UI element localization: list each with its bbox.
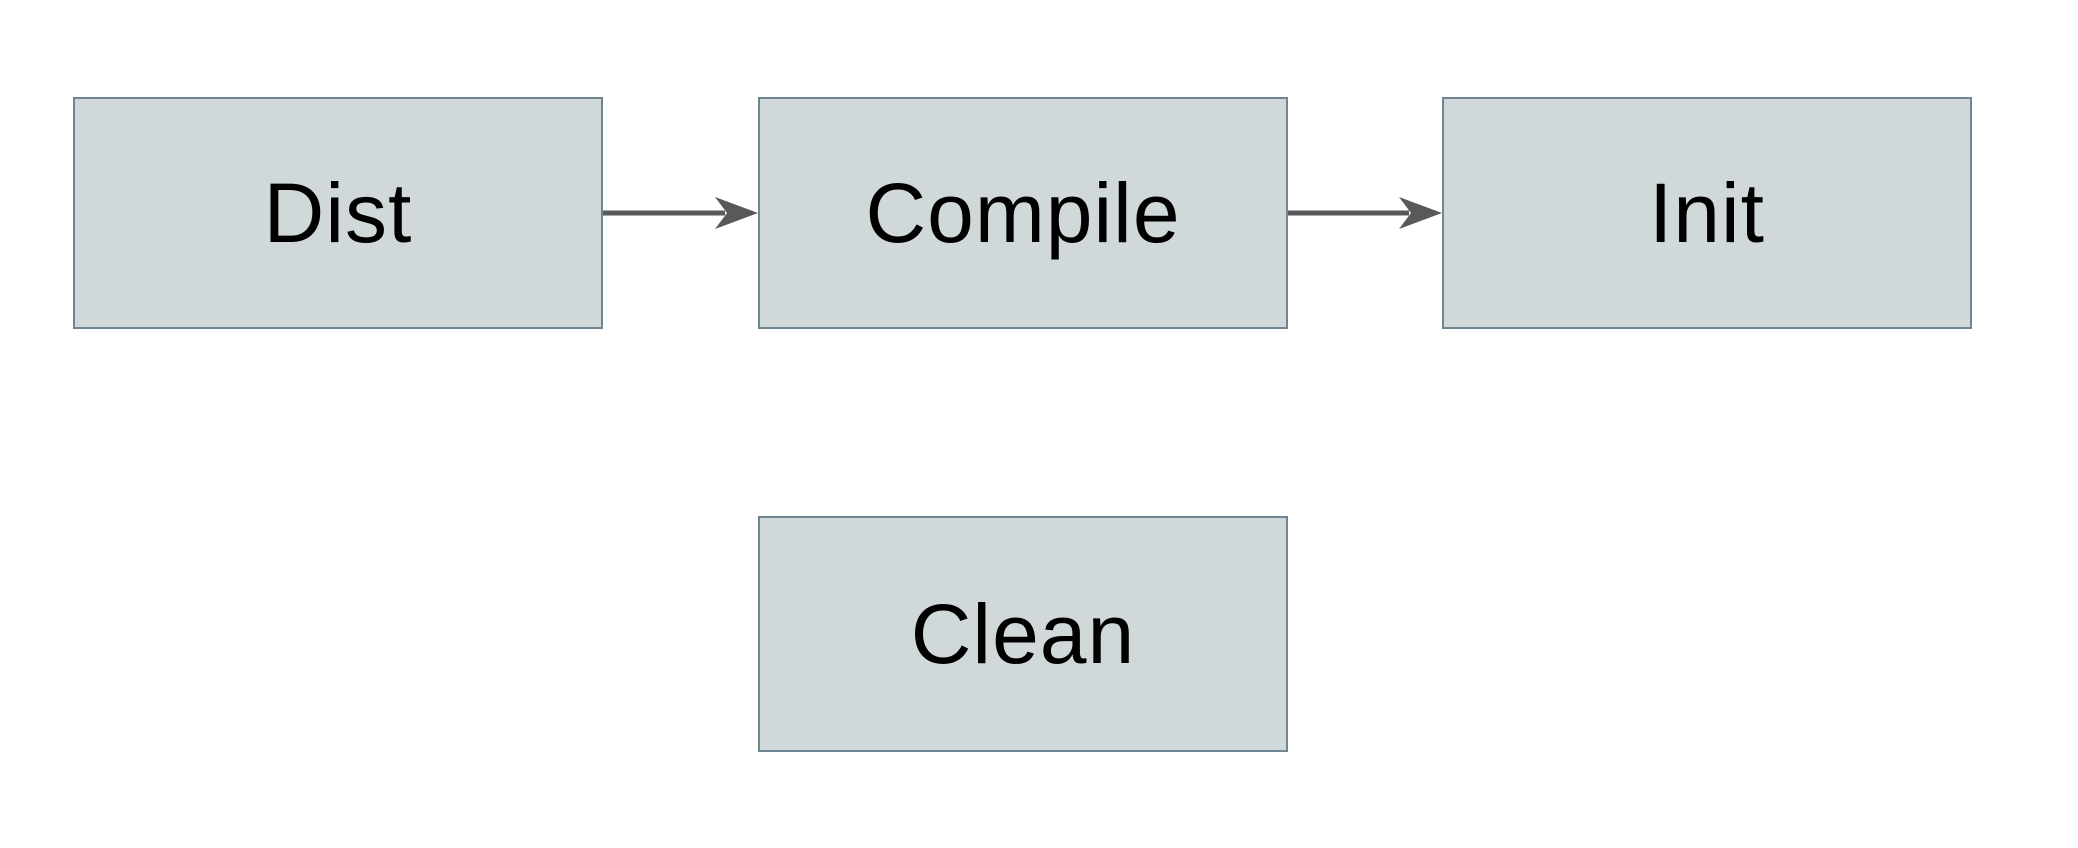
arrow-compile-to-init-icon (1288, 197, 1442, 229)
arrow-head (715, 197, 758, 229)
node-clean: Clean (758, 516, 1288, 752)
arrow-dist-to-compile-icon (603, 197, 758, 229)
node-clean-label: Clean (910, 586, 1136, 681)
node-init: Init (1442, 97, 1972, 329)
node-compile: Compile (758, 97, 1288, 329)
node-dist: Dist (73, 97, 603, 329)
node-compile-label: Compile (865, 165, 1181, 260)
node-dist-label: Dist (263, 165, 413, 260)
node-init-label: Init (1648, 165, 1766, 260)
arrow-head (1399, 197, 1442, 229)
